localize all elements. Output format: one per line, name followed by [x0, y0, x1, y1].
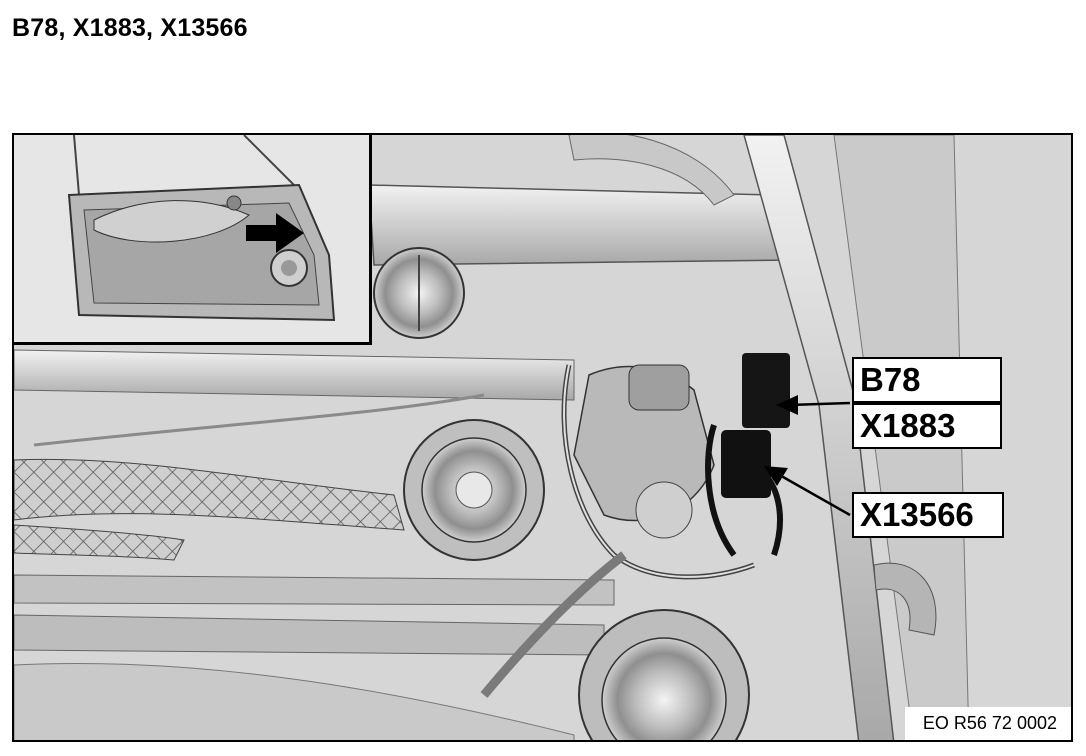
door-overview-drawing [14, 135, 369, 342]
figure-reference: EO R56 72 0002 [904, 707, 1071, 740]
location-inset [14, 135, 372, 345]
callout-x13566: X13566 [852, 492, 1004, 538]
callout-b78: B78 [852, 357, 1002, 403]
callout-x1883: X1883 [852, 403, 1002, 449]
right-arrow-icon [246, 213, 304, 253]
door-interior-illustration: B78 X1883 X13566 EO R56 72 0002 [12, 133, 1073, 742]
page-title: B78, X1883, X13566 [12, 14, 248, 42]
